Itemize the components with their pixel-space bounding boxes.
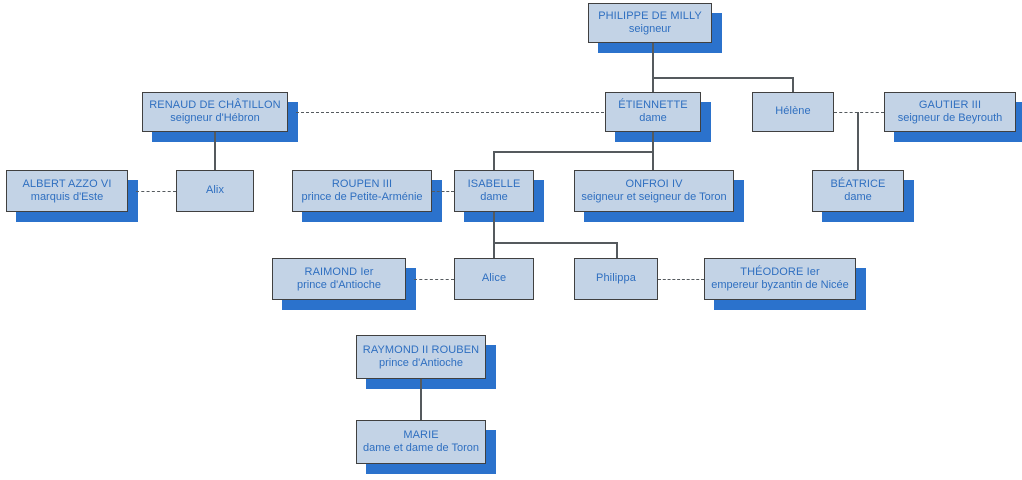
node-name: ALBERT AZZO VI (22, 177, 112, 190)
node-subtitle: prince d'Antioche (378, 357, 464, 369)
node-name: ONFROI IV (625, 177, 683, 190)
node-renaud-de-chatillon[interactable]: RENAUD DE CHÂTILLON seigneur d'Hébron (142, 92, 288, 132)
node-name: ÉTIENNETTE (618, 98, 688, 111)
node-name: MARIE (403, 428, 439, 441)
connector-etiennette-bus (493, 151, 654, 153)
connector-to-beatrice (857, 112, 859, 171)
node-subtitle: empereur byzantin de Nicée (711, 279, 849, 291)
node-raimond-ier[interactable]: RAIMOND Ier prince d'Antioche (272, 258, 406, 300)
node-subtitle: seigneur de Beyrouth (897, 112, 1003, 124)
node-subtitle: prince de Petite-Arménie (301, 191, 423, 203)
marriage-renaud-etiennette (296, 112, 604, 113)
node-name: ISABELLE (467, 177, 521, 190)
marriage-albert-alix (136, 191, 176, 192)
node-name: PHILIPPE DE MILLY (598, 9, 702, 22)
node-marie[interactable]: MARIE dame et dame de Toron (356, 420, 486, 464)
marriage-roupen-isabelle (432, 191, 454, 192)
node-philippe-de-milly[interactable]: PHILIPPE DE MILLY seigneur (588, 3, 712, 43)
node-gautier-iii[interactable]: GAUTIER III seigneur de Beyrouth (884, 92, 1016, 132)
node-name: Alice (481, 272, 507, 285)
node-subtitle: seigneur d'Hébron (170, 112, 260, 124)
marriage-philippa-theodore (658, 279, 704, 280)
node-subtitle: dame (844, 191, 872, 203)
node-subtitle: marquis d'Este (30, 191, 104, 203)
node-alice[interactable]: Alice (454, 258, 534, 300)
node-roupen-iii[interactable]: ROUPEN III prince de Petite-Arménie (292, 170, 432, 212)
node-name: ROUPEN III (331, 177, 393, 190)
node-subtitle: dame (480, 191, 508, 203)
connector-isabelle-stem (493, 212, 495, 259)
marriage-helene-gautier (834, 112, 884, 113)
connector-philippe-stem (652, 43, 654, 78)
node-philippa[interactable]: Philippa (574, 258, 658, 300)
node-subtitle: seigneur (628, 23, 672, 35)
node-name: RAIMOND Ier (304, 265, 374, 278)
node-name: RENAUD DE CHÂTILLON (149, 98, 281, 111)
node-subtitle: prince d'Antioche (296, 279, 382, 291)
connector-renaud-to-alix (214, 132, 216, 171)
node-subtitle: dame et dame de Toron (363, 442, 479, 454)
connector-raymond2-to-marie (420, 379, 422, 421)
node-raymond-ii-rouben[interactable]: RAYMOND II ROUBEN prince d'Antioche (356, 335, 486, 379)
node-name: Philippa (596, 272, 636, 285)
node-etiennette[interactable]: ÉTIENNETTE dame (605, 92, 701, 132)
node-name: GAUTIER III (918, 98, 982, 111)
connector-to-etiennette (652, 77, 654, 93)
node-alix[interactable]: Alix (176, 170, 254, 212)
node-subtitle: seigneur et seigneur de Toron (581, 191, 727, 203)
node-name: Alix (205, 184, 225, 197)
node-subtitle: dame (639, 112, 667, 124)
node-helene[interactable]: Hélène (752, 92, 834, 132)
connector-to-philippa (616, 242, 618, 259)
connector-philippe-bus (652, 77, 793, 79)
node-theodore-ier[interactable]: THÉODORE Ier empereur byzantin de Nicée (704, 258, 856, 300)
node-name: BÉATRICE (830, 177, 886, 190)
connector-to-isabelle (493, 151, 495, 171)
node-isabelle[interactable]: ISABELLE dame (454, 170, 534, 212)
node-beatrice[interactable]: BÉATRICE dame (812, 170, 904, 212)
node-onfroi-iv[interactable]: ONFROI IV seigneur et seigneur de Toron (574, 170, 734, 212)
marriage-raimond-alice (414, 279, 454, 280)
connector-isabelle-bus (493, 242, 617, 244)
node-name: RAYMOND II ROUBEN (362, 343, 480, 356)
node-albert-azzo-vi[interactable]: ALBERT AZZO VI marquis d'Este (6, 170, 128, 212)
node-name: Hélène (775, 105, 811, 118)
node-name: THÉODORE Ier (740, 265, 820, 278)
connector-to-helene (792, 77, 794, 93)
